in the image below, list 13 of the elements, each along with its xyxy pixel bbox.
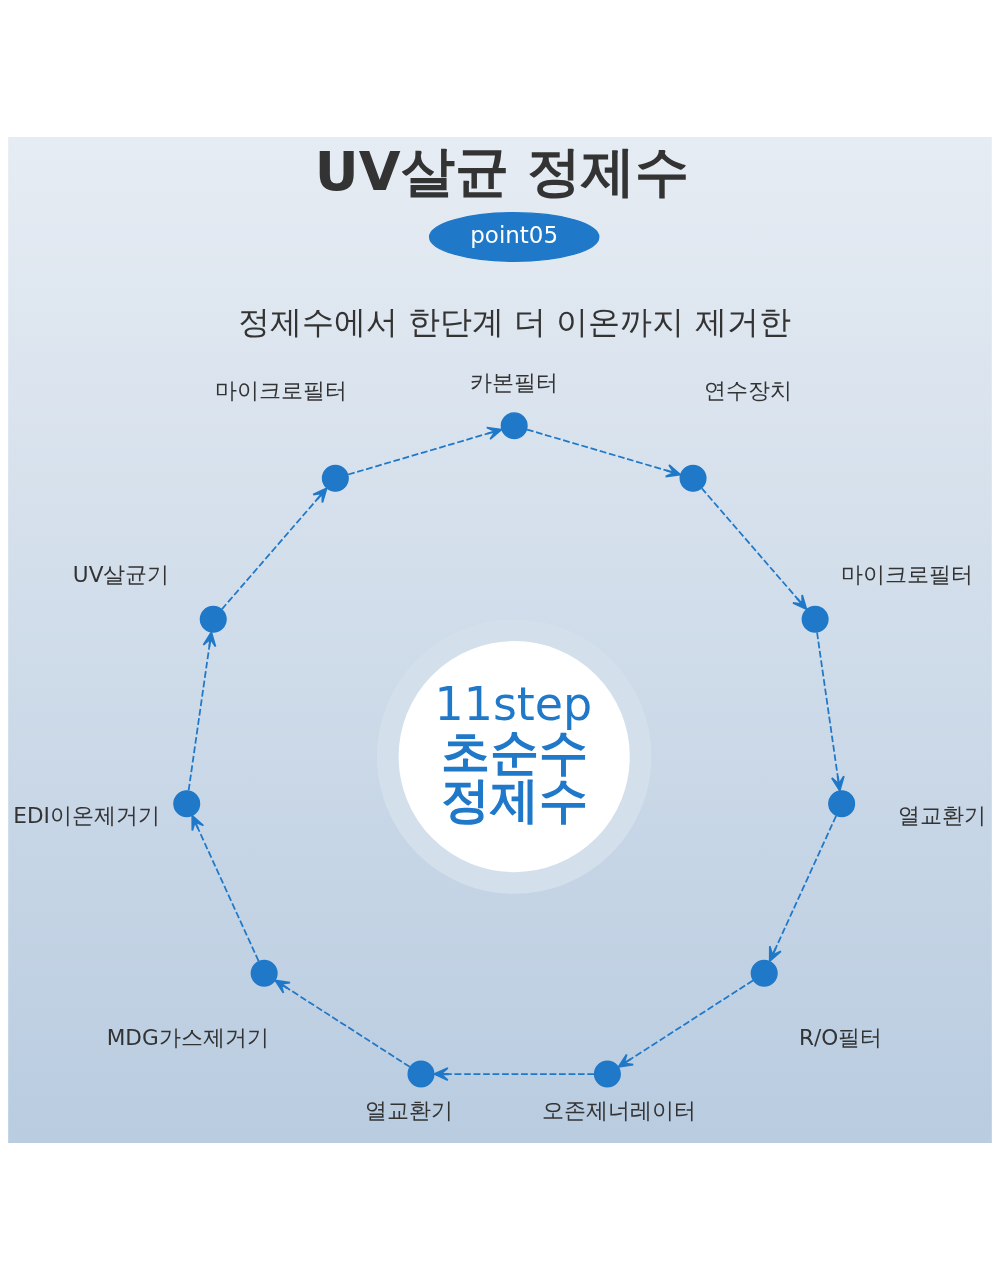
node-label: 열교환기 xyxy=(365,1098,454,1124)
node-label: R/O필터 xyxy=(799,1024,883,1050)
node-label: 카본필터 xyxy=(470,370,559,396)
node-label: 마이크로필터 xyxy=(214,378,347,404)
node-label: 마이크로필터 xyxy=(841,562,974,588)
label: 정제수에서 한단계 더 이온까지 제거한 xyxy=(237,302,791,341)
node-label: 열교환기 xyxy=(897,803,986,829)
node-label: 오존제너레이터 xyxy=(541,1098,696,1124)
node-label: 연수장치 xyxy=(703,378,792,404)
node-label: UV살균기 xyxy=(72,562,170,588)
diagram-title: UV살균 정제수 xyxy=(314,139,690,203)
node-label: EDI이온제거기 xyxy=(13,803,160,829)
node-label: MDG가스제거기 xyxy=(106,1024,269,1050)
